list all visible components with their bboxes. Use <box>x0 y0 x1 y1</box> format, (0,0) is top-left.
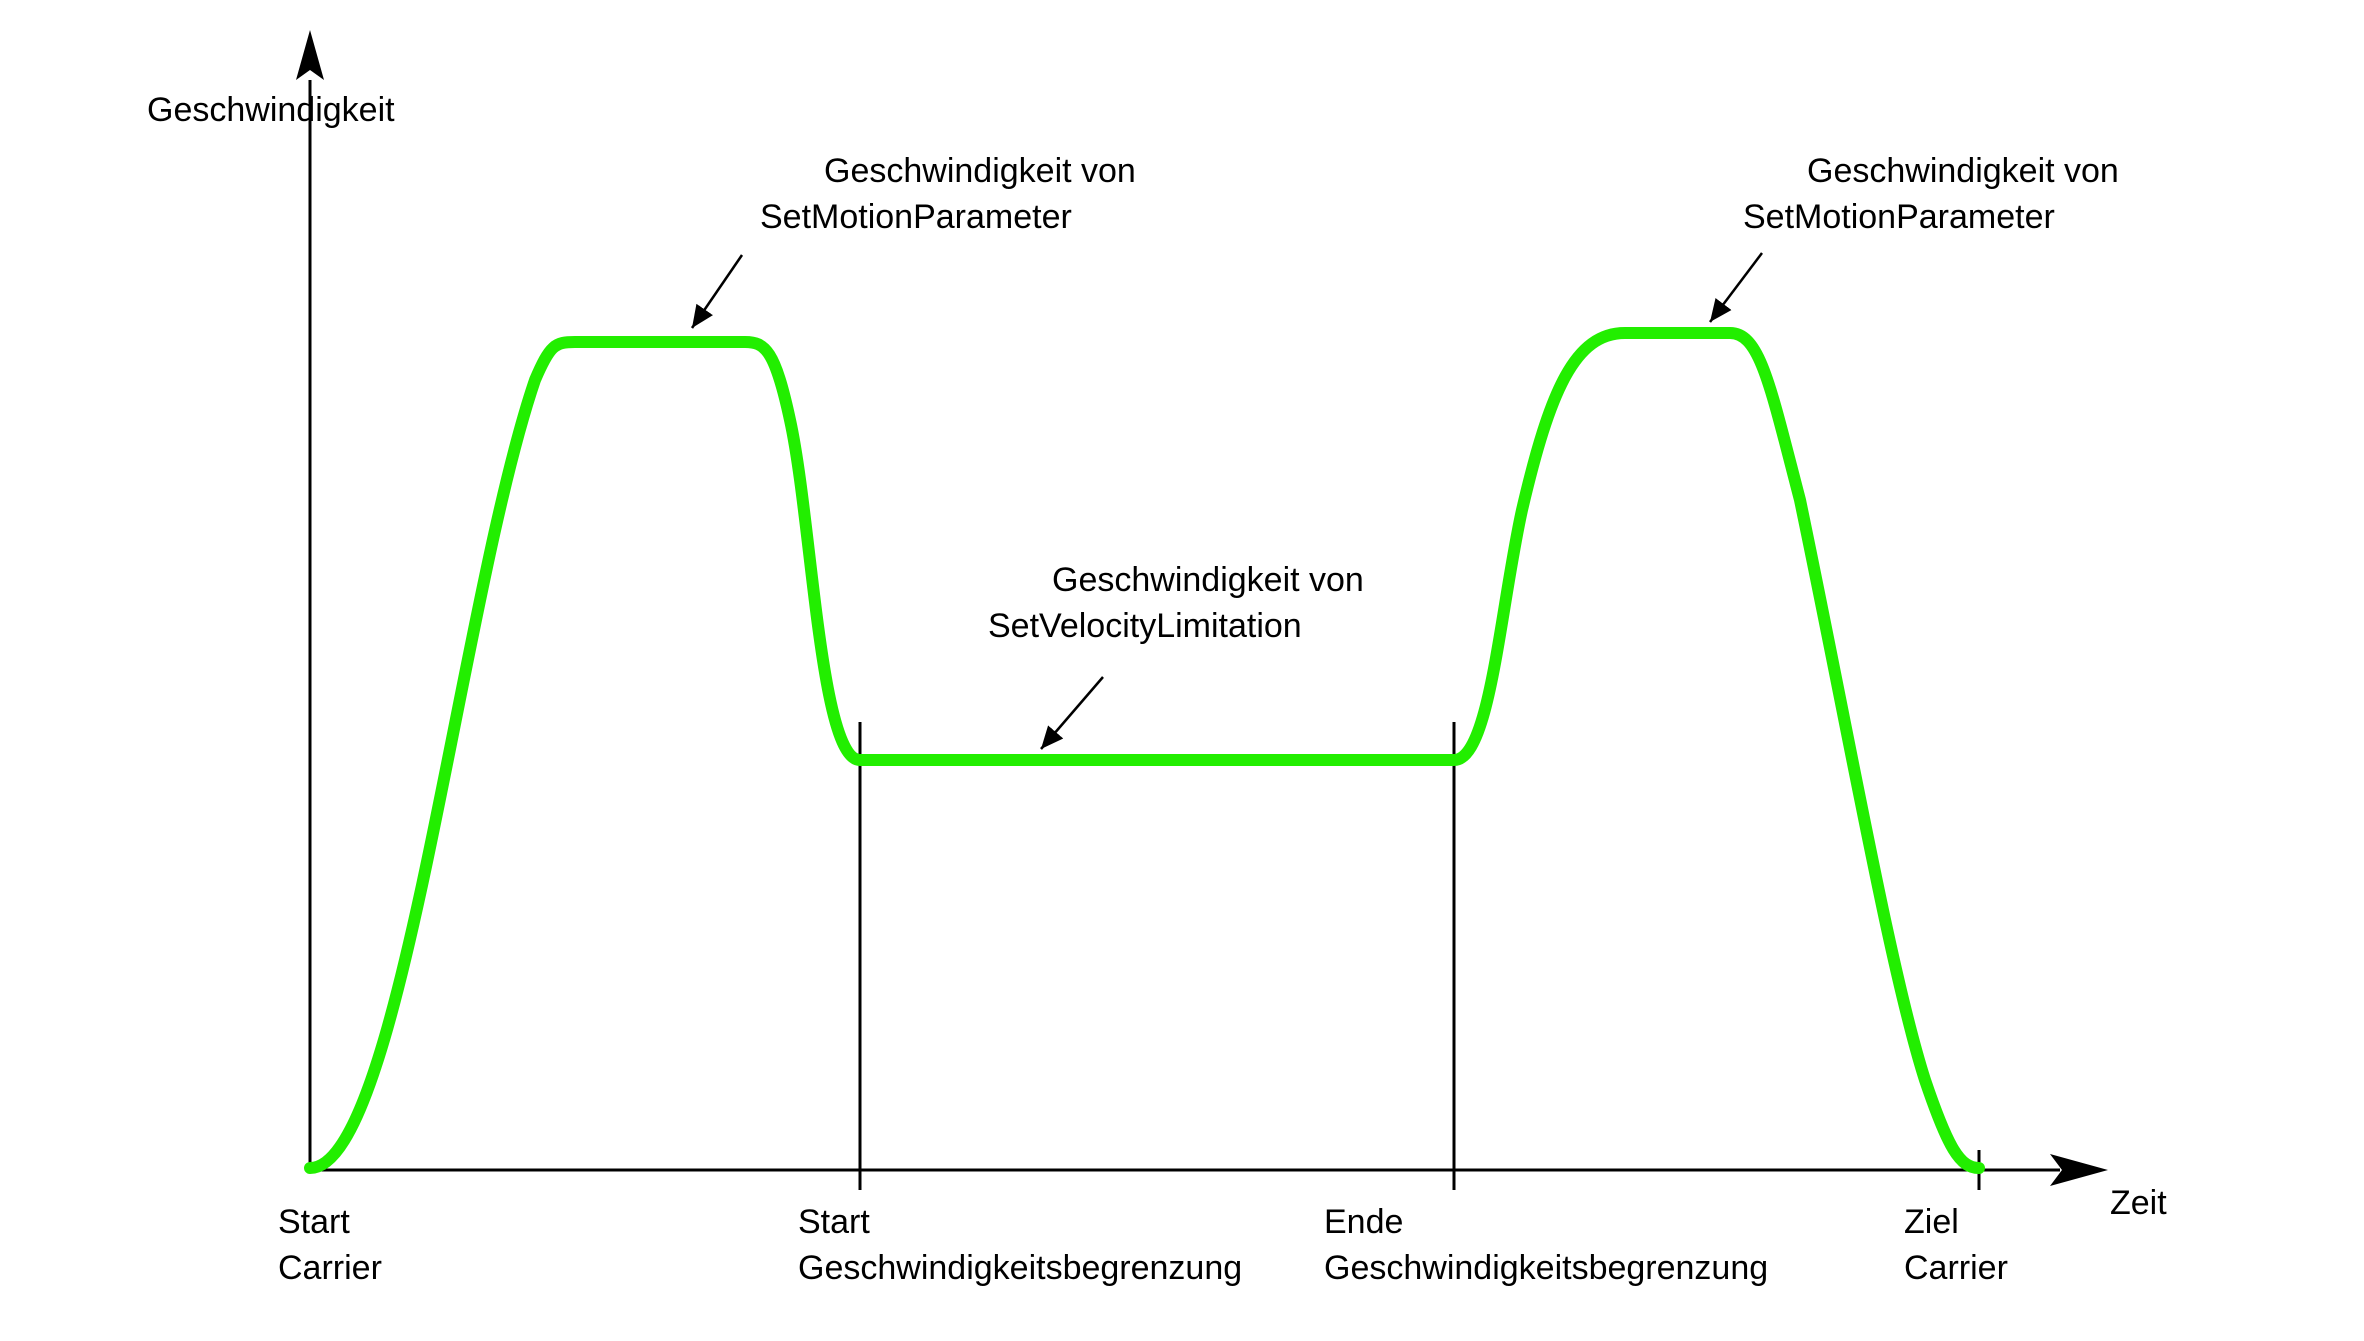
annotation-velocity-limit-line2: SetVelocityLimitation <box>988 607 1302 645</box>
annotation-motion-right-line1: Geschwindigkeit von <box>1807 152 2119 190</box>
tick-label-start-carrier: Start Carrier <box>278 1199 382 1291</box>
annotation-motion-right: Geschwindigkeit von SetMotionParameter <box>1743 148 2119 240</box>
tick-label-start-limit: Start Geschwindigkeitsbegrenzung <box>798 1199 1242 1291</box>
tick-label-target-carrier: Ziel Carrier <box>1904 1199 2008 1291</box>
tick-end-limit-line2: Geschwindigkeitsbegrenzung <box>1324 1249 1769 1287</box>
velocity-limit-pointer-arrow <box>1040 676 1104 750</box>
motion-left-pointer-arrow <box>690 254 744 329</box>
tick-start-carrier-line2: Carrier <box>278 1249 382 1287</box>
tick-start-limit-line1: Start <box>798 1203 870 1241</box>
tick-label-end-limit: Ende Geschwindigkeitsbegrenzung <box>1324 1199 1768 1291</box>
tick-end-limit-line1: Ende <box>1324 1203 1404 1241</box>
x-axis-arrow-icon <box>2050 1154 2108 1186</box>
y-axis-label: Geschwindigkeit <box>147 91 395 129</box>
y-axis-arrow-icon <box>296 30 324 80</box>
annotation-velocity-limit: Geschwindigkeit von SetVelocityLimitatio… <box>988 557 1364 649</box>
motion-right-pointer-arrow <box>1709 252 1763 323</box>
tick-start-carrier-line1: Start <box>278 1203 350 1241</box>
annotation-motion-right-line2: SetMotionParameter <box>1743 198 2055 236</box>
velocity-curve <box>304 327 1985 1174</box>
tick-target-carrier-line1: Ziel <box>1904 1203 1959 1241</box>
annotation-motion-left-line2: SetMotionParameter <box>760 198 1072 236</box>
annotation-motion-left: Geschwindigkeit von SetMotionParameter <box>760 148 1136 240</box>
annotation-motion-left-line1: Geschwindigkeit von <box>824 152 1136 190</box>
tick-target-carrier-line2: Carrier <box>1904 1249 2008 1287</box>
tick-start-limit-line2: Geschwindigkeitsbegrenzung <box>798 1249 1243 1287</box>
x-axis-label: Zeit <box>2110 1184 2167 1222</box>
annotation-velocity-limit-line1: Geschwindigkeit von <box>1052 561 1364 599</box>
